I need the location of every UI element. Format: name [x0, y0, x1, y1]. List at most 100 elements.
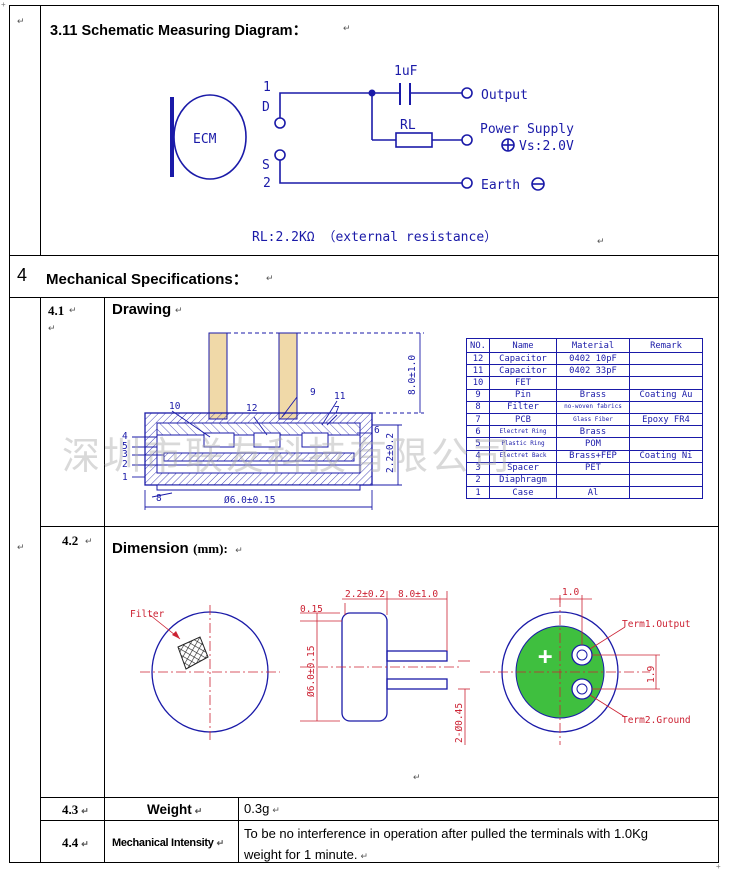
row-divider-4: [9, 297, 719, 298]
power-supply-label: Power Supply: [480, 122, 574, 137]
bom-cell-remark: [629, 486, 703, 500]
col-divider-section311: [40, 5, 41, 256]
label-80: 8.0±1.0: [398, 589, 438, 600]
pin-d-label: D: [262, 100, 270, 115]
cap-block-2: [301, 432, 329, 448]
mechanical-intensity-value: To be no interference in operation after…: [244, 823, 716, 867]
bom-cell-name: Pin: [489, 388, 557, 402]
pin-right: [278, 332, 298, 420]
pin-2-label: 2: [263, 176, 271, 191]
cross-section-drawing: 8.0±1.0 2.2±0.2 Ø6.0±0.15 10 12 9 11 7 4…: [122, 332, 424, 510]
side-view-pin-bottom: [386, 678, 448, 690]
bom-cell-material: POM: [556, 437, 630, 451]
callout-6: 6: [374, 425, 380, 436]
table-border-left: [9, 5, 10, 863]
dim-height: 8.0±1.0: [407, 355, 418, 395]
bom-header-material: Material: [556, 338, 630, 353]
term2-pad: [571, 678, 593, 700]
bom-cell-no: 7: [466, 412, 490, 427]
bom-cell-name: Capacitor: [489, 351, 557, 366]
dim-side: 2.2±0.2: [385, 433, 396, 473]
label-015: 0.15: [300, 604, 323, 615]
pin-left: [208, 332, 228, 420]
row-divider-43: [40, 820, 719, 821]
bom-cell-remark: [629, 437, 703, 451]
label-filter: Filter: [130, 609, 165, 620]
bom-cell-remark: [629, 376, 703, 390]
watermark: 深圳市联友科技有限公司: [62, 434, 514, 478]
bom-cell-remark: Coating Au: [629, 388, 703, 402]
side-view-pin-top: [386, 650, 448, 662]
bom-header-remark: Remark: [629, 338, 703, 353]
paragraph-mark: ↵: [413, 772, 421, 782]
dimension-unit: (mm):: [193, 541, 228, 556]
callout-2: 2: [122, 459, 128, 470]
wire-output: [279, 92, 400, 118]
label-045: 2-Ø0.45: [454, 703, 465, 743]
bom-cell-material: no-woven fabrics: [556, 400, 630, 414]
bom-cell-material: 0402 33pF: [556, 364, 630, 378]
callout-10: 10: [169, 401, 181, 412]
label-19: 1.9: [646, 666, 657, 683]
pin-1-label: 1: [263, 80, 271, 95]
row-42-title: Dimension (mm): ↵: [112, 540, 243, 558]
bom-cell-name: Filter: [489, 400, 557, 414]
callout-1: 1: [122, 472, 128, 483]
bom-cell-name: FET: [489, 376, 557, 390]
table-border-right: [718, 5, 719, 863]
paragraph-mark: ↵: [266, 273, 274, 283]
bom-cell-material: Brass+FEP: [556, 449, 630, 463]
bom-cell-remark: [629, 425, 703, 439]
col-divider-value: [238, 797, 239, 863]
bom-cell-remark: [629, 351, 703, 366]
dimension-drawing: + Filter 0.15 2.2±0.2 8.0±1.0 Ø6.0±0.15 …: [130, 587, 691, 745]
cap-label: 1uF: [394, 64, 418, 79]
earth-label: Earth: [481, 178, 520, 193]
row-42-number: 4.2: [62, 533, 79, 548]
plus-sign: +: [538, 642, 552, 670]
label-term1: Term1.Output: [622, 619, 691, 630]
power-terminal: [461, 134, 473, 146]
term1-pad: [571, 644, 593, 666]
output-label: Output: [481, 88, 528, 103]
bom-cell-no: 12: [466, 351, 490, 366]
bom-cell-no: 8: [466, 400, 490, 414]
weight-label: Weight↵: [147, 802, 203, 817]
section-311-title: 3.11 Schematic Measuring Diagram：: [50, 23, 308, 39]
label-60: Ø6.0±0.15: [306, 646, 317, 697]
corner-mark-br: +: [716, 862, 721, 871]
bom-cell-material: Brass: [556, 425, 630, 439]
bom-cell-remark: [629, 364, 703, 378]
output-terminal: [461, 87, 473, 99]
bom-cell-remark: Epoxy FR4: [629, 412, 703, 427]
bom-cell-material: Al: [556, 486, 630, 500]
row-41-number: 4.1: [48, 303, 65, 318]
bom-cell-material: 0402 10pF: [556, 351, 630, 366]
filter-mesh: [177, 636, 209, 670]
callout-8: 8: [156, 493, 162, 504]
schematic-diagram: ECM 1 D S 2 1uF Output RL Power Supply V…: [170, 64, 574, 245]
callout-9: 9: [310, 387, 316, 398]
row-divider-311: [9, 255, 719, 256]
col-divider-inner-left: [40, 297, 41, 863]
bom-cell-no: 11: [466, 364, 490, 378]
label-10: 1.0: [562, 587, 579, 598]
paragraph-mark: ↵: [597, 236, 605, 246]
bom-cell-remark: Coating Ni: [629, 449, 703, 463]
resistor: [395, 132, 433, 148]
bom-cell-no: 10: [466, 376, 490, 390]
filter-layer: [156, 484, 361, 491]
bom-cell-material: Glass Fiber: [556, 412, 630, 427]
paragraph-mark: ↵: [48, 323, 56, 333]
bom-cell-name: Capacitor: [489, 364, 557, 378]
row-41-title: Drawing: [112, 301, 172, 318]
bom-cell-remark: [629, 461, 703, 475]
corner-mark: +: [1, 0, 6, 9]
callout-4: 4: [122, 431, 128, 442]
label-22: 2.2±0.2: [345, 589, 385, 600]
paragraph-mark: ↵: [85, 536, 93, 546]
